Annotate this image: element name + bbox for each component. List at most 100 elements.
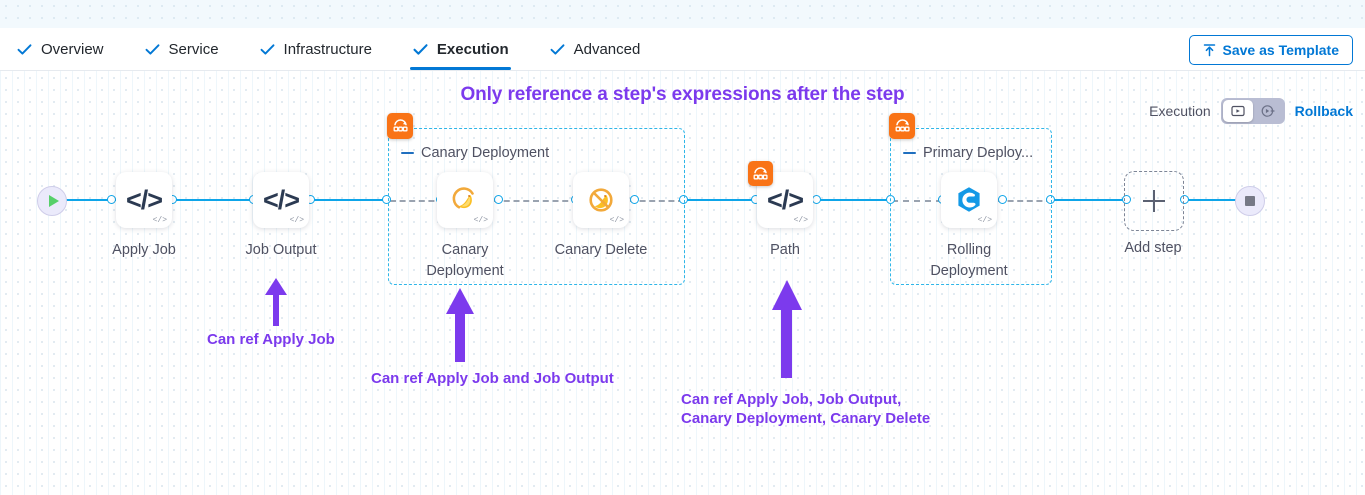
connector-rolling-groupend bbox=[998, 200, 1052, 202]
annotation-canary-deployment: Can ref Apply Job and Job Output bbox=[371, 370, 614, 387]
tab-label: Service bbox=[168, 40, 219, 58]
step-path[interactable]: </> </> bbox=[748, 161, 813, 228]
tab-advanced[interactable]: Advanced bbox=[547, 28, 657, 70]
step-canary-delete[interactable]: </> bbox=[573, 172, 629, 228]
step-group-icon bbox=[387, 113, 413, 139]
tab-label: Infrastructure bbox=[283, 40, 372, 58]
connector-dot[interactable] bbox=[1122, 195, 1131, 204]
rollback-link[interactable]: Rollback bbox=[1294, 103, 1353, 119]
code-icon: </> bbox=[125, 184, 163, 215]
step-label-rolling-deployment: Rolling Deployment bbox=[930, 242, 1008, 279]
connector-canarydeploy-canarydelete bbox=[494, 200, 578, 202]
canary-deployment-group[interactable]: Canary Deployment bbox=[387, 113, 685, 285]
code-icon: </> bbox=[793, 216, 808, 225]
tab-infrastructure[interactable]: Infrastructure bbox=[257, 28, 388, 70]
canary-delete-icon bbox=[585, 184, 617, 216]
save-as-template-label: Save as Template bbox=[1222, 42, 1339, 58]
execution-rollback-control: Execution Rollback bbox=[1149, 98, 1353, 124]
primary-deploy-group-title: Primary Deploy... bbox=[903, 145, 1033, 161]
connector-primarygroup-rolling bbox=[892, 200, 942, 202]
group-label: Primary Deploy... bbox=[923, 145, 1034, 161]
execution-view-icon bbox=[1231, 104, 1245, 118]
step-rolling-deployment[interactable]: </> bbox=[941, 172, 997, 228]
page-headline: Only reference a step's expressions afte… bbox=[460, 84, 905, 105]
connector-dot[interactable] bbox=[630, 195, 639, 204]
tab-overview[interactable]: Overview bbox=[14, 28, 120, 70]
connector-canarygroup-canarydeploy bbox=[390, 200, 444, 202]
start-node[interactable] bbox=[37, 186, 67, 216]
connector-start-applyjob bbox=[62, 199, 120, 201]
rollback-view-icon bbox=[1261, 104, 1275, 118]
execution-view-segment[interactable] bbox=[1222, 100, 1253, 122]
step-label-job-output: Job Output bbox=[245, 242, 317, 258]
canary-bird-icon bbox=[449, 184, 481, 216]
canvas-top-strip bbox=[0, 0, 1365, 28]
step-group-icon bbox=[889, 113, 915, 139]
connector-dot[interactable] bbox=[998, 195, 1007, 204]
connector-dot[interactable] bbox=[494, 195, 503, 204]
step-label-apply-job: Apply Job bbox=[112, 242, 176, 258]
canary-deployment-group-title: Canary Deployment bbox=[401, 145, 549, 161]
connector-canarygroup-path bbox=[682, 199, 756, 201]
add-step-button[interactable] bbox=[1124, 171, 1184, 231]
play-icon bbox=[48, 195, 59, 207]
connector-primarygroup-addstep bbox=[1050, 199, 1126, 201]
annotation-arrow-path bbox=[770, 280, 804, 378]
connector-dot[interactable] bbox=[107, 195, 116, 204]
connector-path-primarygroup bbox=[814, 199, 894, 201]
step-canary-deployment[interactable]: </> bbox=[437, 172, 493, 228]
code-icon: </> bbox=[977, 216, 992, 225]
plus-icon bbox=[1143, 190, 1165, 212]
stop-icon bbox=[1245, 196, 1255, 206]
upload-template-icon bbox=[1203, 43, 1216, 57]
connector-joboutput-canarygroup bbox=[310, 199, 390, 201]
step-job-output[interactable]: </> </> bbox=[253, 172, 309, 228]
tab-execution[interactable]: Execution bbox=[409, 28, 525, 70]
tab-list: Overview Service Infrastructure Executio… bbox=[0, 28, 678, 70]
rolling-deploy-icon bbox=[953, 184, 985, 216]
collapse-group-icon[interactable] bbox=[903, 152, 916, 154]
step-label-canary-deployment: Canary Deployment bbox=[426, 242, 504, 279]
code-icon: </> bbox=[609, 216, 624, 225]
save-as-template-button[interactable]: Save as Template bbox=[1188, 35, 1353, 65]
add-step-label: Add step bbox=[1124, 240, 1182, 256]
step-label-canary-delete: Canary Delete bbox=[554, 242, 648, 258]
annotation-path: Can ref Apply Job, Job Output, Canary De… bbox=[681, 391, 931, 427]
primary-deploy-group[interactable]: Primary Deploy... bbox=[889, 113, 1052, 285]
tab-label: Execution bbox=[436, 40, 509, 58]
connector-dot[interactable] bbox=[812, 195, 821, 204]
rollback-view-segment[interactable] bbox=[1253, 100, 1283, 122]
code-icon: </> bbox=[473, 216, 488, 225]
connector-applyjob-joboutput bbox=[172, 199, 258, 201]
code-icon: </> bbox=[289, 216, 304, 225]
tab-label: Advanced bbox=[573, 40, 641, 58]
connector-dot[interactable] bbox=[382, 195, 391, 204]
check-icon bbox=[144, 41, 161, 58]
group-label: Canary Deployment bbox=[421, 145, 550, 161]
annotation-arrow-canary-deployment bbox=[444, 288, 476, 362]
code-icon: </> bbox=[766, 184, 804, 215]
execution-view-toggle[interactable] bbox=[1220, 98, 1285, 124]
tab-label: Overview bbox=[41, 40, 104, 58]
execution-label: Execution bbox=[1149, 103, 1211, 119]
connector-dot[interactable] bbox=[1046, 195, 1055, 204]
connector-dot[interactable] bbox=[679, 195, 688, 204]
tab-service[interactable]: Service bbox=[142, 28, 235, 70]
step-label-path: Path bbox=[770, 242, 800, 258]
end-node[interactable] bbox=[1235, 186, 1265, 216]
code-icon: </> bbox=[152, 216, 167, 225]
step-group-icon bbox=[748, 161, 773, 186]
annotation-job-output: Can ref Apply Job bbox=[207, 331, 335, 348]
check-icon bbox=[16, 41, 33, 58]
check-icon bbox=[259, 41, 276, 58]
step-apply-job[interactable]: </> </> bbox=[116, 172, 172, 228]
connector-dot[interactable] bbox=[1180, 195, 1189, 204]
connector-addstep-end bbox=[1182, 199, 1242, 201]
connector-canarydelete-groupend bbox=[630, 200, 684, 202]
annotation-arrow-job-output bbox=[263, 278, 289, 326]
collapse-group-icon[interactable] bbox=[401, 152, 414, 154]
code-icon: </> bbox=[262, 184, 300, 215]
check-icon bbox=[412, 41, 429, 58]
